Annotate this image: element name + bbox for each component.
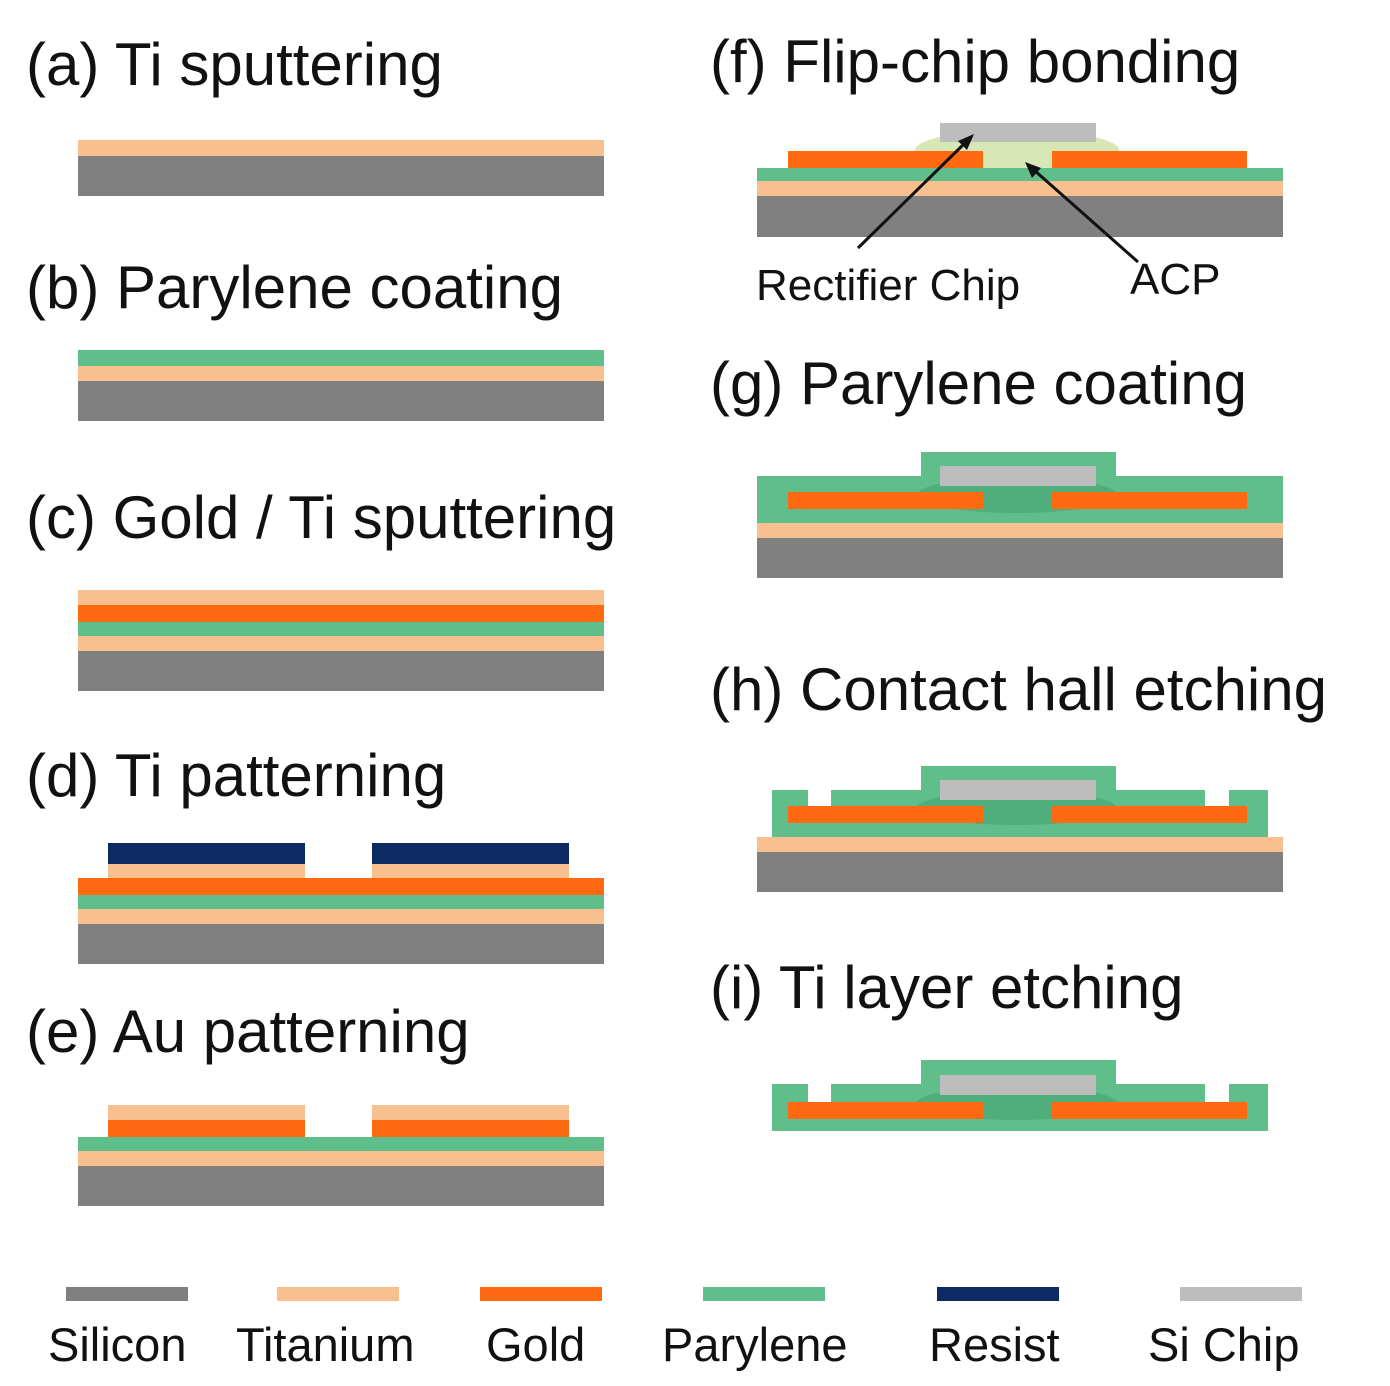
- gold-pad-left: [788, 806, 983, 823]
- step-d-title: (d) Ti patterning: [26, 742, 446, 809]
- stack-e: [78, 1105, 604, 1206]
- gold-pad-left: [788, 151, 983, 168]
- layer-gold: [78, 878, 604, 895]
- stack-b: [78, 350, 604, 421]
- rectifier-arrow-head: [958, 134, 974, 150]
- acp-center: [983, 1096, 1052, 1119]
- acp-center: [983, 801, 1052, 823]
- rectifier-arrow-line: [856, 140, 968, 250]
- step-b-title: (b) Parylene coating: [26, 254, 563, 321]
- legend-swatch-silicon: [66, 1287, 188, 1301]
- acp-arrow-head: [1025, 162, 1041, 178]
- gold-pad-left: [788, 1102, 983, 1119]
- legend-label-resist: Resist: [929, 1318, 1060, 1371]
- step-e-title: (e) Au patterning: [26, 998, 470, 1065]
- si-chip: [940, 466, 1096, 486]
- legend-label-silicon: Silicon: [48, 1318, 186, 1371]
- titanium-pattern-left: [108, 1105, 305, 1120]
- layer-silicon: [78, 1166, 604, 1206]
- layer-silicon: [78, 381, 604, 421]
- stack-g: [757, 452, 1283, 578]
- stack-f: Rectifier Chip ACP: [756, 123, 1283, 310]
- step-c-title: (c) Gold / Ti sputtering: [26, 484, 616, 551]
- stack-a: [78, 140, 604, 196]
- gold-pad-right: [1052, 1102, 1247, 1119]
- si-chip: [940, 1075, 1096, 1095]
- gold-pad-right: [1052, 151, 1247, 168]
- rectifier-chip-label: Rectifier Chip: [756, 261, 1020, 310]
- step-g-title: (g) Parylene coating: [710, 350, 1247, 417]
- layer-silicon: [78, 156, 604, 196]
- rectifier-chip: [940, 123, 1096, 142]
- stack-c: [78, 590, 604, 691]
- layer-silicon: [757, 852, 1283, 892]
- layer-titanium: [757, 523, 1283, 538]
- legend-swatch-sichip: [1180, 1287, 1302, 1301]
- legend-label-sichip: Si Chip: [1148, 1318, 1300, 1371]
- layer-parylene: [757, 168, 1283, 181]
- acp-center: [983, 487, 1052, 509]
- step-a-title: (a) Ti sputtering: [26, 31, 443, 98]
- legend-swatch-resist: [937, 1287, 1059, 1301]
- layer-parylene: [78, 350, 604, 366]
- acp-arrow-line: [1033, 168, 1139, 264]
- layer-silicon: [757, 538, 1283, 578]
- gold-pad-left: [788, 492, 983, 509]
- legend-label-titanium: Titanium: [236, 1318, 414, 1371]
- acp-label: ACP: [1130, 255, 1220, 304]
- layer-titanium: [78, 636, 604, 651]
- stack-d: [78, 843, 604, 964]
- layer-titanium: [757, 837, 1283, 852]
- layer-titanium: [78, 909, 604, 924]
- resist-left: [108, 843, 305, 864]
- layer-silicon: [757, 196, 1283, 237]
- resist-right: [372, 843, 569, 864]
- layer-silicon: [78, 924, 604, 964]
- titanium-pattern-left: [108, 864, 305, 878]
- layer-parylene: [78, 895, 604, 909]
- layer-titanium: [78, 366, 604, 381]
- legend-swatch-parylene: [703, 1287, 825, 1301]
- titanium-pattern-right: [372, 1105, 569, 1120]
- layer-parylene: [78, 1137, 604, 1151]
- layer-parylene: [78, 622, 604, 636]
- step-i-title: (i) Ti layer etching: [710, 954, 1184, 1021]
- legend-swatch-gold: [480, 1287, 602, 1301]
- legend-label-parylene: Parylene: [662, 1318, 848, 1371]
- gold-pad-right: [1052, 492, 1247, 509]
- layer-titanium: [78, 1151, 604, 1166]
- legend-label-gold: Gold: [486, 1318, 585, 1371]
- layer-gold: [78, 605, 604, 622]
- titanium-pattern-right: [372, 864, 569, 878]
- gold-pattern-right: [372, 1120, 569, 1137]
- legend-swatch-titanium: [277, 1287, 399, 1301]
- step-f-title: (f) Flip-chip bonding: [710, 28, 1240, 95]
- layer-titanium: [757, 181, 1283, 196]
- layer-titanium-top: [78, 590, 604, 605]
- stack-h: [757, 766, 1283, 892]
- step-h-title: (h) Contact hall etching: [710, 656, 1327, 723]
- gold-pattern-left: [108, 1120, 305, 1137]
- stack-i: [772, 1060, 1268, 1131]
- layer-titanium: [78, 140, 604, 156]
- si-chip: [940, 780, 1096, 800]
- gold-pad-right: [1052, 806, 1247, 823]
- layer-silicon: [78, 651, 604, 691]
- acp-center: [983, 142, 1052, 168]
- legend: Silicon Titanium Gold Parylene Resist Si…: [48, 1287, 1302, 1371]
